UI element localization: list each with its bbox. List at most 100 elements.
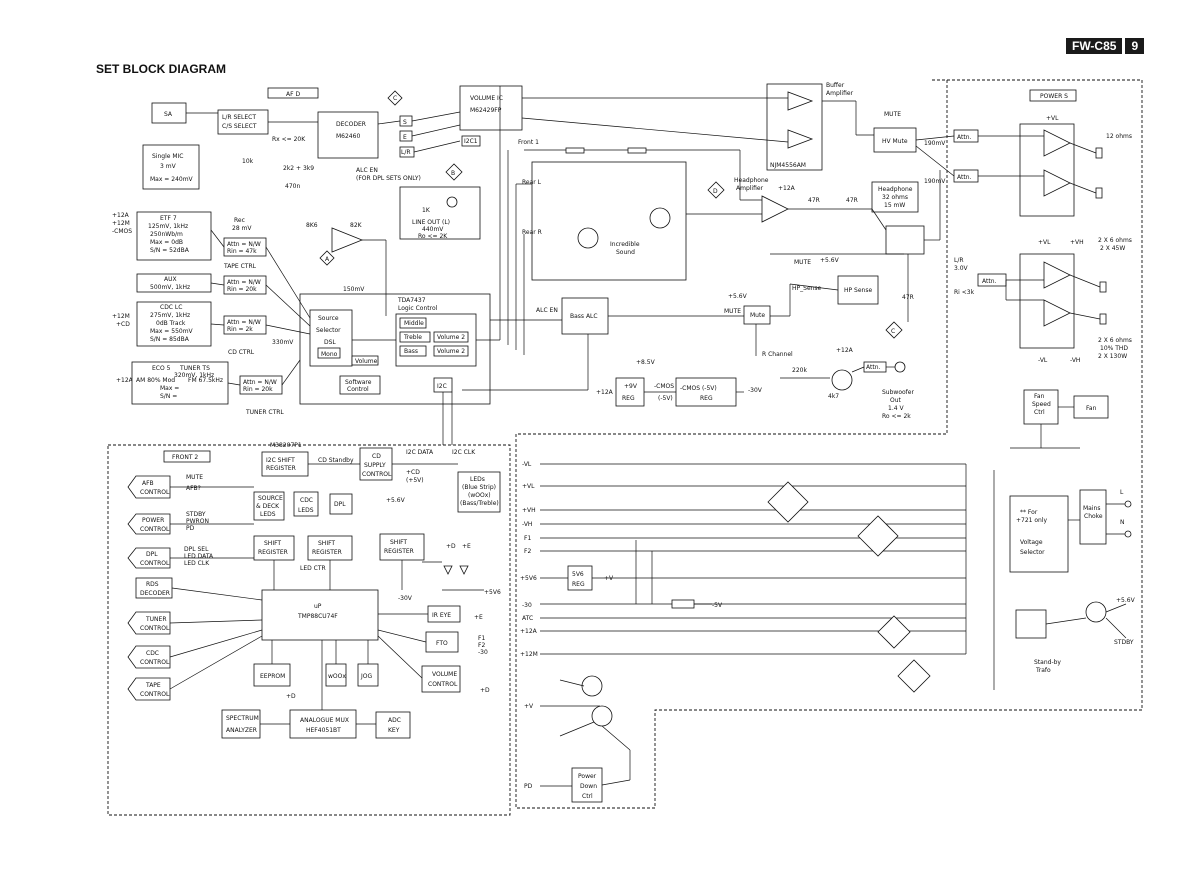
- tuner-1: TUNER TS: [179, 365, 210, 372]
- bridge-rectifier-4: [897, 659, 931, 693]
- cd-supply-2: SUPPLY: [364, 462, 386, 469]
- hp-amp-1: Headphone: [734, 177, 769, 184]
- sub-transistor: [831, 369, 853, 391]
- attn3-1: Attn = N/W: [227, 319, 261, 326]
- src-leds-2: & DECK: [256, 503, 280, 510]
- power-opamp-4: [1043, 299, 1071, 327]
- fto-out-2: F2: [478, 642, 485, 649]
- rec-1: Rec: [234, 217, 245, 224]
- volume2b: Volume 2: [437, 348, 465, 355]
- volume2a: Volume 2: [437, 334, 465, 341]
- cdc-lc-2: 275mV, 1kHz: [150, 312, 190, 319]
- attn2-1: Attn = N/W: [227, 279, 261, 286]
- shift2-1: SHIFT: [318, 540, 335, 547]
- marker-e-label: E: [403, 134, 407, 141]
- resistor-front-1: [565, 147, 585, 154]
- attn2-2: Rin = 20k: [227, 286, 257, 293]
- analogue-mux-2: HEF4051BT: [306, 727, 341, 734]
- src-leds-3: LEDS: [260, 511, 276, 518]
- r10k-label: 10k: [242, 158, 254, 165]
- ir-plus: +E: [474, 614, 483, 621]
- standby-relay-box: [1015, 609, 1047, 639]
- volume-ic-box: [459, 85, 523, 131]
- wiring: [169, 86, 1127, 787]
- source-sel-2: Selector: [316, 327, 341, 334]
- pwr-ph: +VH: [1070, 239, 1084, 246]
- sp2x6a-1: 2 X 6 ohms: [1098, 237, 1132, 244]
- buffer-chip: NJM4556AM: [770, 162, 806, 169]
- hp-amp-2: Amplifier: [736, 185, 764, 192]
- cd-supply-3: CONTROL: [362, 471, 392, 478]
- tape-c-2: CONTROL: [140, 691, 170, 698]
- volume-ic-2: M62429FP: [470, 107, 502, 114]
- mains-choke-box: [1079, 489, 1107, 545]
- sp2x6b-1: 2 X 6 ohms: [1098, 337, 1132, 344]
- reg5v6-1: 5V6: [572, 571, 584, 578]
- power-down-1: Power: [578, 773, 597, 780]
- fto: FTO: [436, 640, 448, 647]
- speaker-1: [1095, 147, 1103, 159]
- pwr-nh: -VH: [1070, 357, 1080, 364]
- reg-left: +12A: [596, 389, 614, 396]
- mute-b: MUTE: [794, 259, 811, 266]
- ir-eye: IR EYE: [432, 612, 451, 619]
- dpl-c-2: CONTROL: [140, 560, 170, 567]
- mains-choke-1: Mains: [1083, 505, 1100, 512]
- power-control-box: [127, 513, 171, 535]
- p-lr-2: 3.0V: [954, 265, 969, 272]
- marker-b: [445, 163, 463, 181]
- page-header: FW-C85 9: [1066, 38, 1145, 54]
- etf-1: ETF 7: [160, 215, 177, 222]
- i2c-small-box: [461, 135, 481, 147]
- i2c-shift-2: REGISTER: [266, 465, 296, 472]
- cdc-control-box: [127, 645, 171, 669]
- lr-select-2: C/S SELECT: [222, 123, 257, 130]
- r4k7: 4k7: [828, 393, 839, 400]
- tape-ctrl: TAPE CTRL: [223, 263, 257, 270]
- source-sel-3: DSL: [324, 339, 336, 346]
- treble: Treble: [403, 334, 422, 341]
- r1k-label: 1K: [422, 207, 431, 214]
- resistor-n5: [671, 599, 695, 609]
- hp-plus: +12A: [778, 185, 796, 192]
- tuner-c-1: TUNER: [145, 616, 167, 623]
- single-mic-box: [142, 144, 200, 190]
- tuner-c-2: CONTROL: [140, 625, 170, 632]
- single-mic-2: 3 mV: [160, 163, 177, 170]
- rds-1: RDS: [146, 581, 159, 588]
- attn1-1: Attn = N/W: [227, 241, 261, 248]
- cd-standby: CD Standby: [318, 457, 354, 464]
- model-badge: FW-C85: [1066, 38, 1123, 54]
- headphone-3: 15 mW: [884, 202, 905, 209]
- software-box: [339, 375, 381, 395]
- bridge-rectifier-2: [857, 515, 899, 557]
- leds-blue-2: (Blue Strip): [462, 484, 496, 491]
- volume-small: Volume: [355, 358, 378, 365]
- cmos-n30: -30V: [748, 387, 763, 394]
- cmos-in: -CMOS: [654, 383, 674, 390]
- line-out-3: Ro <= 2K: [418, 233, 448, 240]
- bridge-rectifier-1: [767, 481, 809, 523]
- source-leds-box: [253, 491, 285, 521]
- decoder-box: [317, 111, 379, 159]
- rail-11: +V: [524, 703, 534, 710]
- power-sig-2: PWRON: [186, 518, 209, 525]
- cdc-c-2: CONTROL: [140, 659, 170, 666]
- treble-box: [399, 331, 431, 343]
- rec-2: 28 mV: [232, 225, 252, 232]
- reg5v6-box: [567, 565, 593, 591]
- cdc-lc-1: CDC LC: [160, 304, 182, 311]
- cap-label-2: 470n: [285, 183, 300, 190]
- aux-2: 500mV, 1kHz: [150, 284, 190, 291]
- plus-56: +5V6: [484, 589, 501, 596]
- n30: -30V: [398, 595, 413, 602]
- m38-label: M38207P1: [270, 442, 302, 449]
- power-label-box: [1029, 89, 1077, 102]
- af-label-box: [267, 87, 319, 99]
- front-label: Front 1: [518, 139, 539, 146]
- plus-b: +E: [462, 543, 471, 550]
- leds-blue-1: LEDs: [470, 476, 485, 483]
- tape-control-box: [127, 677, 171, 701]
- logic-2: Logic Control: [398, 305, 438, 312]
